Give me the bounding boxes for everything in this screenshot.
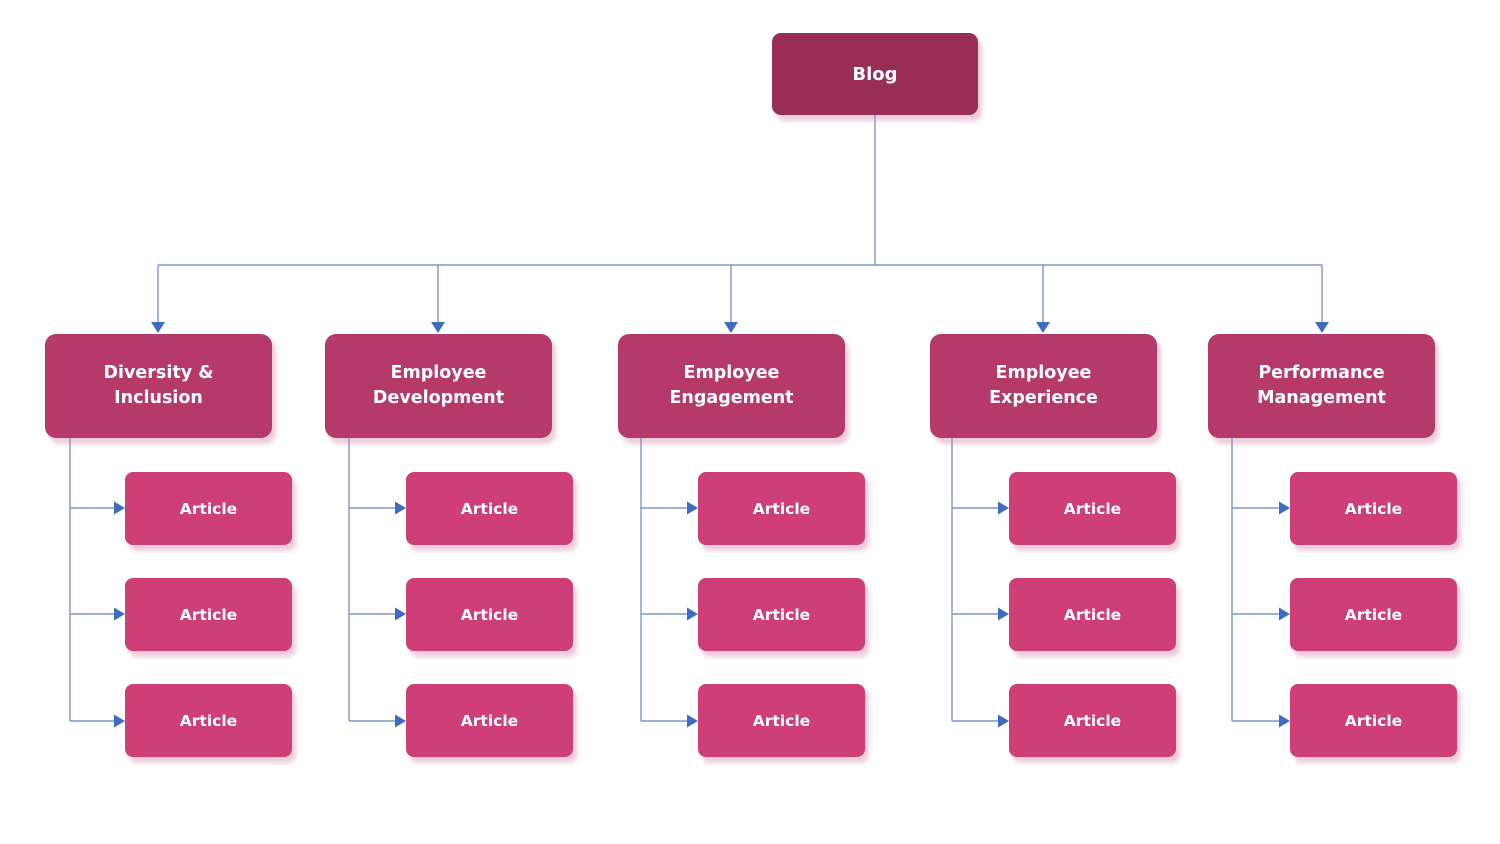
arrowhead-icon [114,501,125,515]
category-drop-5 [1315,265,1329,333]
node-label: Article [752,605,811,624]
node-label: Article [460,711,519,730]
node-label: Article [460,605,519,624]
node-article-4-3[interactable]: Article [1009,684,1176,757]
arrowhead-icon [1279,714,1290,728]
node-article-2-2[interactable]: Article [406,578,573,651]
node-article-5-2[interactable]: Article [1290,578,1457,651]
arrowhead-icon [687,607,698,621]
node-label: Article [460,499,519,518]
article-connectors-4 [951,438,1009,728]
node-label: Performance Management [1257,362,1386,408]
arrowhead-icon [151,322,165,333]
arrowhead-icon [395,501,406,515]
node-article-2-1[interactable]: Article [406,472,573,545]
node-article-4-1[interactable]: Article [1009,472,1176,545]
arrowhead-icon [998,607,1009,621]
node-label: Employee Development [372,362,505,408]
node-article-3-3[interactable]: Article [698,684,865,757]
node-label: Employee Experience [989,362,1098,408]
arrowhead-icon [395,607,406,621]
arrowhead-icon [1315,322,1329,333]
article-connectors-2 [348,438,406,728]
node-label: Diversity & Inclusion [103,362,214,408]
node-label: Article [1344,499,1403,518]
arrowhead-icon [687,714,698,728]
category-drop-3 [724,265,738,333]
article-connectors-5 [1231,438,1290,728]
node-article-3-1[interactable]: Article [698,472,865,545]
node-article-2-3[interactable]: Article [406,684,573,757]
node-article-1-1[interactable]: Article [125,472,292,545]
article-connectors-1 [69,438,125,728]
node-label: Article [752,711,811,730]
arrowhead-icon [1036,322,1050,333]
node-label: Employee Engagement [669,362,794,408]
node-label: Article [179,605,238,624]
node-label: Article [1063,605,1122,624]
node-label: Article [1344,605,1403,624]
node-article-3-2[interactable]: Article [698,578,865,651]
arrowhead-icon [431,322,445,333]
arrowhead-icon [998,501,1009,515]
node-category-diversity-inclusion[interactable]: Diversity & Inclusion [45,334,272,438]
node-label: Article [1063,499,1122,518]
node-category-performance-management[interactable]: Performance Management [1208,334,1435,438]
category-drop-4 [1036,265,1050,333]
node-category-employee-experience[interactable]: Employee Experience [930,334,1157,438]
arrowhead-icon [724,322,738,333]
node-article-1-3[interactable]: Article [125,684,292,757]
node-category-employee-engagement[interactable]: Employee Engagement [618,334,845,438]
arrowhead-icon [395,714,406,728]
arrowhead-icon [114,607,125,621]
node-label: Blog [852,63,898,85]
category-drop-1 [151,265,165,333]
article-connectors-3 [640,438,698,728]
arrowhead-icon [1279,501,1290,515]
node-label: Article [1344,711,1403,730]
node-blog[interactable]: Blog [772,33,978,115]
arrowhead-icon [1279,607,1290,621]
node-article-5-1[interactable]: Article [1290,472,1457,545]
node-article-5-3[interactable]: Article [1290,684,1457,757]
node-label: Article [1063,711,1122,730]
arrowhead-icon [114,714,125,728]
root-connector [158,115,1322,266]
node-label: Article [179,499,238,518]
node-label: Article [179,711,238,730]
node-article-4-2[interactable]: Article [1009,578,1176,651]
node-label: Article [752,499,811,518]
node-article-1-2[interactable]: Article [125,578,292,651]
node-category-employee-development[interactable]: Employee Development [325,334,552,438]
arrowhead-icon [998,714,1009,728]
arrowhead-icon [687,501,698,515]
category-drop-2 [431,265,445,333]
